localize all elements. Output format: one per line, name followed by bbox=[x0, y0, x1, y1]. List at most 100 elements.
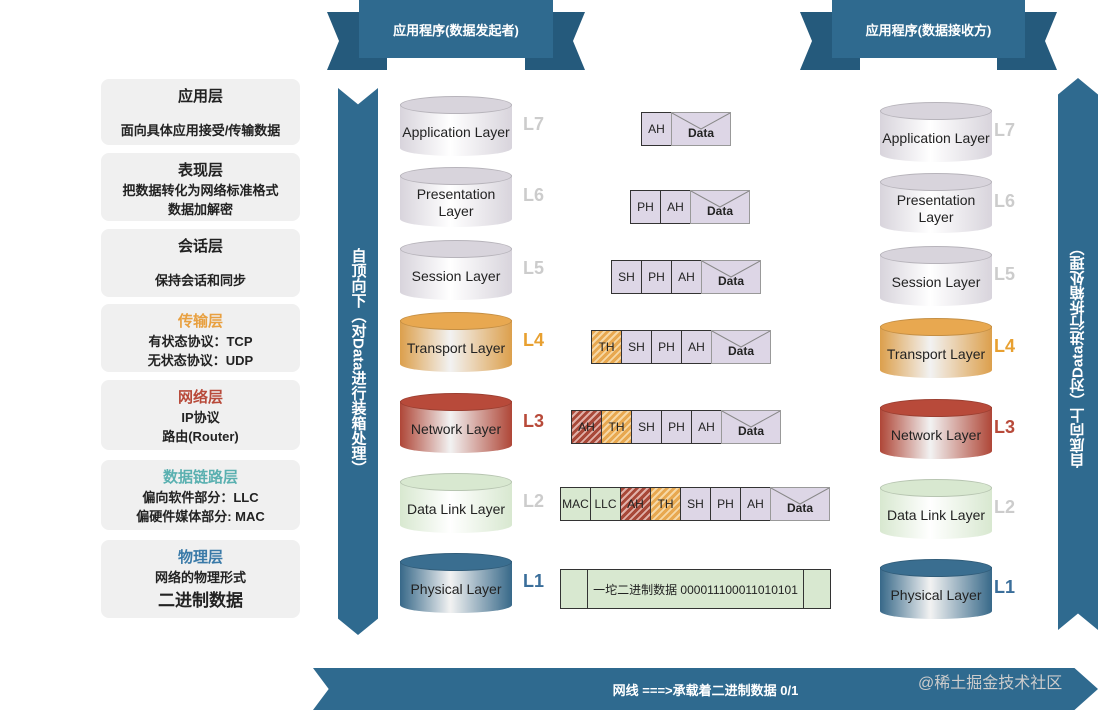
packet-header-ah: AH bbox=[571, 410, 601, 444]
packet-header-ph: PH bbox=[651, 330, 681, 364]
top-down-arrow: 自顶向下（对Data进行装箱处理） bbox=[338, 88, 378, 635]
bottom-up-arrow: 自底向上（对Data进行拆箱处理） bbox=[1058, 78, 1098, 630]
packet-header-ah: AH bbox=[740, 487, 770, 521]
layer-level: L4 bbox=[994, 336, 1016, 356]
layer-name: Transport Layer bbox=[406, 339, 506, 356]
layer-level: L3 bbox=[994, 417, 1016, 437]
layer-card: 表现层把数据转化为网络标准格式数据加解密 bbox=[101, 153, 300, 221]
layer-card: 应用层面向具体应用接受/传输数据 bbox=[101, 79, 300, 145]
layer-name: Presentation Layer bbox=[416, 186, 496, 219]
packet-header-data: Data bbox=[721, 410, 781, 444]
card-line: 无状态协议：UDP bbox=[147, 353, 254, 368]
receiver-layer-cylinder: Application Layer bbox=[880, 102, 992, 162]
layer-card: 数据链路层偏向软件部分：LLC 偏硬件媒体部分: MAC bbox=[101, 460, 300, 530]
receiver-layer-cylinder: Data Link Layer bbox=[880, 479, 992, 539]
sender-layer-cylinder: Physical Layer bbox=[400, 553, 512, 613]
packet-header-sh: SH bbox=[621, 330, 651, 364]
card-line: 路由(Router) bbox=[162, 429, 239, 444]
layer-card: 会话层保持会话和同步 bbox=[101, 229, 300, 297]
sender-layer-cylinder: Data Link Layer bbox=[400, 473, 512, 533]
card-title: 表现层 bbox=[177, 162, 223, 179]
layer-level: L3 bbox=[523, 411, 545, 431]
card-line: IP协议 bbox=[181, 410, 220, 425]
packet-header-ah: AH bbox=[681, 330, 711, 364]
card-title: 数据链路层 bbox=[162, 469, 238, 486]
card-line: 数据加解密 bbox=[167, 202, 233, 217]
packet-header-data: Data bbox=[690, 190, 750, 224]
packet-header-ah: AH bbox=[671, 260, 701, 294]
layer-level: L2 bbox=[523, 491, 545, 511]
packet-header-ph: PH bbox=[641, 260, 671, 294]
packet-header-th: TH bbox=[601, 410, 631, 444]
packet-header-data: Data bbox=[671, 112, 731, 146]
layer-level: L6 bbox=[523, 185, 545, 205]
layer-card: 网络层 IP协议路由(Router) bbox=[101, 380, 300, 450]
layer-name: Network Layer bbox=[410, 420, 502, 437]
receiver-layer-cylinder: Physical Layer bbox=[880, 559, 992, 619]
sender-layer-cylinder: Transport Layer bbox=[400, 312, 512, 372]
receiver-layer-cylinder: Session Layer bbox=[880, 246, 992, 306]
packet-header-ph: PH bbox=[710, 487, 740, 521]
packet-header-ah: AH bbox=[641, 112, 671, 146]
layer-name: Application Layer bbox=[882, 129, 990, 146]
packet-header-ph: PH bbox=[661, 410, 691, 444]
sender-layer-cylinder: Application Layer bbox=[400, 96, 512, 156]
receiver-ribbon: 应用程序(数据接收方) bbox=[800, 0, 1057, 70]
layer-name: Data Link Layer bbox=[406, 500, 506, 517]
binary-frame: 一坨二进制数据 000011100011010101 bbox=[560, 569, 831, 609]
card-line: 保持会话和同步 bbox=[154, 273, 246, 288]
card-line: 偏硬件媒体部分: MAC bbox=[136, 509, 265, 524]
layer-name: Transport Layer bbox=[886, 345, 986, 362]
layer-level: L5 bbox=[994, 264, 1016, 284]
packet-header-llc: LLC bbox=[590, 487, 620, 521]
layer-name: Session Layer bbox=[891, 273, 981, 290]
sender-ribbon: 应用程序(数据发起者) bbox=[327, 0, 585, 70]
packet-header-data: Data bbox=[701, 260, 761, 294]
binary-data: 一坨二进制数据 000011100011010101 bbox=[593, 582, 798, 597]
layer-level: L1 bbox=[994, 577, 1016, 597]
card-line: 有状态协议：TCP bbox=[148, 334, 253, 349]
sender-layer-cylinder: Presentation Layer bbox=[400, 167, 512, 227]
layer-name: Application Layer bbox=[402, 123, 510, 140]
card-line: 面向具体应用接受/传输数据 bbox=[120, 123, 281, 138]
card-line: 网络的物理形式 bbox=[154, 570, 246, 585]
card-title: 传输层 bbox=[177, 313, 223, 330]
layer-card: 传输层有状态协议：TCP 无状态协议：UDP bbox=[101, 304, 300, 372]
card-title: 物理层 bbox=[177, 549, 223, 566]
packet-header-data: Data bbox=[770, 487, 830, 521]
packet-header-th: TH bbox=[650, 487, 680, 521]
sender-layer-cylinder: Session Layer bbox=[400, 240, 512, 300]
layer-name: Session Layer bbox=[411, 267, 501, 284]
card-line: 偏向软件部分：LLC bbox=[142, 490, 259, 505]
layer-level: L7 bbox=[523, 114, 545, 134]
packet-header-ah: AH bbox=[620, 487, 650, 521]
layer-level: L4 bbox=[523, 330, 545, 350]
layer-name: Physical Layer bbox=[890, 586, 982, 603]
sender-layer-cylinder: Network Layer bbox=[400, 393, 512, 453]
layer-level: L2 bbox=[994, 497, 1016, 517]
bottom-wire-arrow: 网线 ===>承载着二进制数据 0/1 bbox=[313, 668, 1098, 710]
card-title: 会话层 bbox=[177, 238, 223, 255]
layer-card: 物理层网络的物理形式二进制数据 bbox=[101, 540, 300, 618]
layer-name: Network Layer bbox=[890, 426, 982, 443]
packet-header-sh: SH bbox=[611, 260, 641, 294]
layer-level: L7 bbox=[994, 120, 1016, 140]
layer-level: L5 bbox=[523, 258, 545, 278]
packet-header-sh: SH bbox=[680, 487, 710, 521]
card-title: 应用层 bbox=[177, 88, 223, 105]
packet-header-ah: AH bbox=[660, 190, 690, 224]
packet-header-mac: MAC bbox=[560, 487, 590, 521]
card-line: 把数据转化为网络标准格式 bbox=[122, 183, 279, 198]
packet-header-ph: PH bbox=[630, 190, 660, 224]
layer-level: L6 bbox=[994, 191, 1016, 211]
packet-header-th: TH bbox=[591, 330, 621, 364]
layer-name: Data Link Layer bbox=[886, 506, 986, 523]
packet-header-ah: AH bbox=[691, 410, 721, 444]
card-title: 网络层 bbox=[177, 389, 223, 406]
receiver-layer-cylinder: Presentation Layer bbox=[880, 173, 992, 233]
layer-name: Physical Layer bbox=[410, 580, 502, 597]
